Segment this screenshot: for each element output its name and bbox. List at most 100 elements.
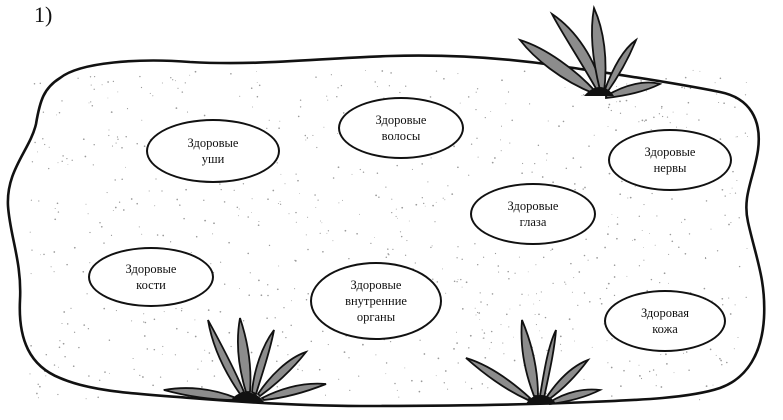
speckle-dot xyxy=(58,367,59,368)
speckle-dot xyxy=(477,264,478,265)
bubble-healthy-hair: Здоровые волосы xyxy=(338,97,464,159)
speckle-dot xyxy=(531,171,532,172)
speckle-dot xyxy=(735,193,736,194)
speckle-dot xyxy=(739,266,740,267)
speckle-dot xyxy=(326,233,327,234)
speckle-dot xyxy=(325,395,326,396)
speckle-dot xyxy=(447,389,448,390)
speckle-dot xyxy=(131,320,132,321)
speckle-dot xyxy=(659,282,660,283)
speckle-dot xyxy=(154,349,156,351)
speckle-dot xyxy=(588,260,589,261)
speckle-dot xyxy=(312,135,313,136)
speckle-dot xyxy=(374,237,375,238)
speckle-dot xyxy=(457,246,458,247)
speckle-dot xyxy=(444,382,445,383)
speckle-dot xyxy=(228,332,230,334)
speckle-dot xyxy=(279,121,280,122)
speckle-dot xyxy=(61,161,62,162)
speckle-dot xyxy=(359,214,360,215)
speckle-dot xyxy=(574,341,575,342)
speckle-dot xyxy=(239,96,240,97)
speckle-dot xyxy=(545,317,546,318)
speckle-dot xyxy=(723,102,725,104)
speckle-dot xyxy=(626,100,628,102)
speckle-dot xyxy=(280,174,281,175)
speckle-dot xyxy=(415,262,416,263)
speckle-dot xyxy=(689,233,690,234)
speckle-dot xyxy=(315,207,316,208)
speckle-dot xyxy=(212,360,214,362)
speckle-dot xyxy=(722,189,724,191)
speckle-dot xyxy=(208,309,210,311)
speckle-dot xyxy=(78,347,79,348)
speckle-dot xyxy=(492,293,494,295)
speckle-dot xyxy=(267,284,268,285)
speckle-dot xyxy=(294,288,295,289)
speckle-dot xyxy=(620,385,622,387)
speckle-dot xyxy=(252,198,253,199)
speckle-dot xyxy=(349,390,350,391)
speckle-dot xyxy=(698,119,700,121)
speckle-dot xyxy=(563,121,565,123)
speckle-dot xyxy=(611,395,612,396)
speckle-dot xyxy=(619,193,621,195)
speckle-dot xyxy=(584,292,585,293)
speckle-dot xyxy=(307,137,308,138)
speckle-dot xyxy=(645,119,647,121)
speckle-dot xyxy=(476,138,477,139)
speckle-dot xyxy=(720,138,722,140)
speckle-dot xyxy=(37,384,38,385)
speckle-dot xyxy=(307,217,308,218)
speckle-dot xyxy=(489,348,490,349)
speckle-dot xyxy=(29,373,30,374)
speckle-dot xyxy=(59,340,60,341)
speckle-dot xyxy=(436,375,437,376)
speckle-dot xyxy=(681,87,683,89)
speckle-dot xyxy=(181,310,182,311)
speckle-dot xyxy=(119,202,120,203)
speckle-dot xyxy=(144,335,146,337)
speckle-dot xyxy=(86,293,87,294)
speckle-dot xyxy=(316,147,317,148)
speckle-dot xyxy=(194,319,195,320)
speckle-dot xyxy=(560,344,561,345)
speckle-dot xyxy=(154,205,155,206)
speckle-dot xyxy=(228,242,230,244)
speckle-dot xyxy=(738,337,739,338)
speckle-dot xyxy=(63,343,65,345)
speckle-dot xyxy=(83,138,85,140)
speckle-dot xyxy=(248,294,250,296)
speckle-dot xyxy=(509,143,510,144)
speckle-dot xyxy=(189,75,190,76)
speckle-dot xyxy=(745,94,746,95)
speckle-dot xyxy=(175,80,176,81)
speckle-dot xyxy=(256,71,257,72)
speckle-dot xyxy=(64,356,65,357)
bubble-healthy-ears: Здоровые уши xyxy=(146,119,280,183)
speckle-dot xyxy=(611,110,612,111)
speckle-dot xyxy=(183,218,185,220)
speckle-dot xyxy=(34,83,36,85)
speckle-dot xyxy=(237,207,238,208)
speckle-dot xyxy=(656,215,657,216)
speckle-dot xyxy=(641,378,642,379)
speckle-dot xyxy=(480,292,481,293)
speckle-dot xyxy=(88,375,90,377)
speckle-dot xyxy=(230,73,232,75)
speckle-dot xyxy=(485,117,486,118)
speckle-dot xyxy=(282,331,283,332)
speckle-dot xyxy=(220,311,222,313)
speckle-dot xyxy=(502,343,503,344)
speckle-dot xyxy=(234,190,235,191)
speckle-dot xyxy=(141,234,142,235)
speckle-dot xyxy=(295,212,296,213)
speckle-dot xyxy=(462,287,463,288)
speckle-dot xyxy=(66,264,68,266)
speckle-dot xyxy=(716,94,717,95)
speckle-dot xyxy=(377,86,378,87)
speckle-dot xyxy=(212,233,213,234)
speckle-dot xyxy=(338,202,339,203)
speckle-dot xyxy=(589,301,591,303)
speckle-dot xyxy=(203,200,204,201)
